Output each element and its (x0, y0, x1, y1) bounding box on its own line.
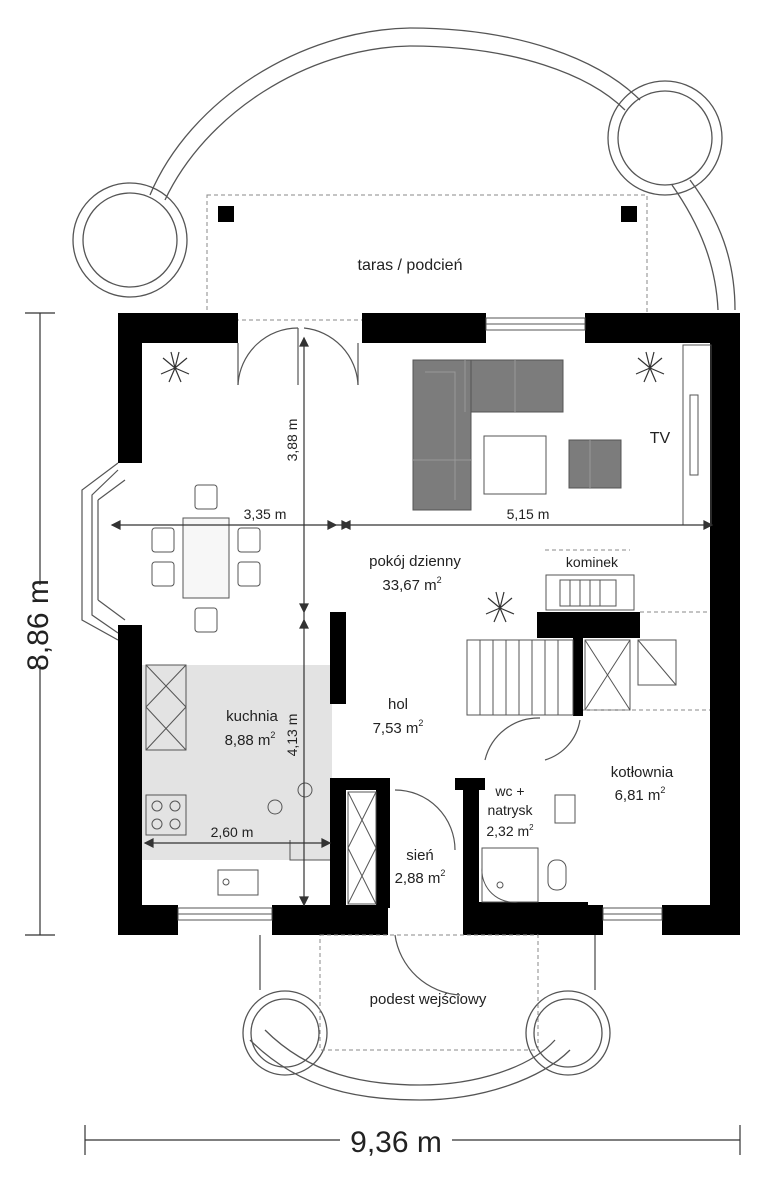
kitchen-name: kuchnia (226, 708, 278, 725)
fireplace-label: kominek (566, 554, 619, 570)
boiler-room-area: 6,81 m2 (615, 785, 666, 804)
wc-name-line1: wc + (494, 783, 524, 799)
dining-width-label: 3,35 m (244, 506, 287, 522)
vestibule-name: sień (406, 847, 434, 864)
kitchen-width-label: 2,60 m (211, 824, 254, 840)
tv-label: TV (650, 430, 671, 447)
living-room-name: pokój dzienny (369, 553, 461, 570)
living-room-area: 33,67 m2 (382, 575, 441, 594)
plant-icon (160, 351, 665, 623)
bay-window (81, 462, 126, 641)
tv-unit (682, 344, 712, 526)
entrance-outline (319, 934, 539, 1051)
kitchen-depth-label: 4,13 m (284, 714, 300, 757)
kitchen-units (145, 664, 330, 896)
entrance-landing-label: podest wejściowy (370, 991, 487, 1008)
interior-doors (394, 717, 581, 996)
dining-set (151, 484, 261, 633)
overall-height-label: 8,86 m (22, 579, 55, 671)
hall-area: 7,53 m2 (373, 718, 424, 737)
kitchen-area: 8,88 m2 (225, 730, 276, 749)
dimension-text-masks (12, 585, 452, 1165)
wc-name-line2: natrysk (487, 802, 533, 818)
terrace-pergola (149, 27, 736, 311)
coffee-table (483, 435, 547, 495)
terrace-post-left (218, 206, 234, 222)
living-depth-label: 3,88 m (284, 419, 300, 462)
fireplace (545, 574, 635, 611)
sofa (412, 359, 564, 511)
terrace-post-right (621, 206, 637, 222)
terrace-pillar-left (72, 182, 188, 298)
living-width-label: 5,15 m (507, 506, 550, 522)
armchair (568, 439, 622, 489)
walls (118, 313, 740, 935)
hall-name: hol (388, 696, 408, 713)
vestibule-area: 2,88 m2 (395, 868, 446, 887)
wardrobe (347, 791, 377, 905)
wc-area: 2,32 m2 (486, 823, 534, 839)
tv-screen (689, 394, 699, 476)
terrace-label: taras / podcień (358, 257, 463, 274)
dashed-guides (545, 549, 710, 711)
entrance-landing (242, 935, 611, 1101)
terrace-door (237, 327, 359, 386)
overall-width-label: 9,36 m (350, 1126, 442, 1159)
sofa-seams (413, 360, 516, 500)
staircase (466, 639, 677, 716)
windows (177, 317, 663, 921)
terrace-pillar-right (607, 80, 723, 196)
bathroom-fixtures (481, 794, 576, 903)
boiler-room-name: kotłownia (611, 764, 674, 781)
kitchen-floor (142, 665, 332, 860)
